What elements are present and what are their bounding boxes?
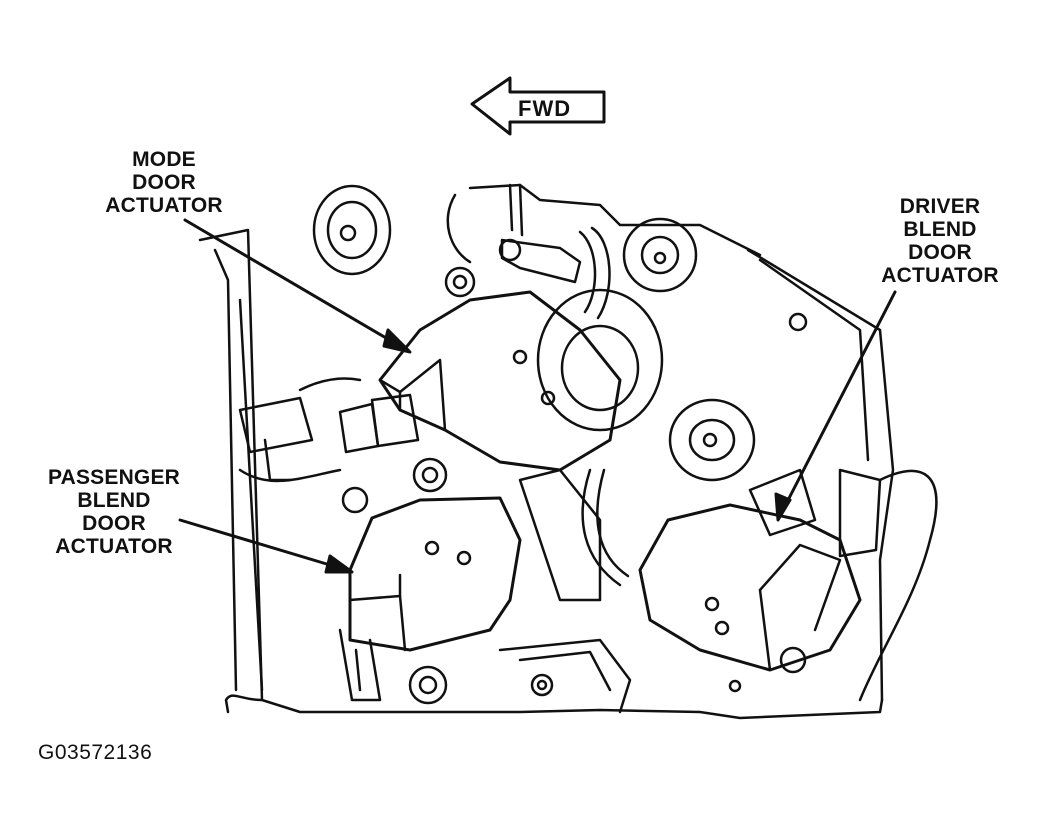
passenger-blend-door-actuator-label: PASSENGER BLEND DOOR ACTUATOR bbox=[36, 466, 192, 558]
driver-blend-door-actuator-label: DRIVER BLEND DOOR ACTUATOR bbox=[872, 195, 1008, 287]
linkage-arms bbox=[498, 183, 630, 602]
passenger-blend-door-actuator bbox=[338, 486, 522, 705]
mode-label-line-3: ACTUATOR bbox=[105, 194, 223, 217]
top-pulleys bbox=[312, 184, 756, 482]
hvac-housing bbox=[198, 183, 895, 720]
driver-label-line-1: DRIVER bbox=[899, 195, 981, 218]
mode-label-line-1: MODE bbox=[132, 148, 196, 171]
left-connector bbox=[238, 377, 448, 493]
callout-leaders bbox=[178, 218, 897, 574]
passenger-label-line-4: ACTUATOR bbox=[55, 535, 173, 558]
driver-label-line-3: DOOR bbox=[908, 241, 972, 264]
passenger-label-line-3: DOOR bbox=[82, 512, 146, 535]
driver-label-line-2: BLEND bbox=[903, 218, 977, 241]
lower-housing bbox=[498, 638, 632, 714]
driver-label-line-4: ACTUATOR bbox=[881, 264, 999, 287]
figure-id: G03572136 bbox=[38, 741, 153, 764]
fwd-label: FWD bbox=[518, 96, 571, 121]
passenger-label-line-2: BLEND bbox=[77, 489, 151, 512]
mode-door-actuator-label: MODE DOOR ACTUATOR bbox=[96, 148, 232, 217]
fwd-arrow: FWD bbox=[470, 76, 606, 136]
driver-blend-door-actuator bbox=[638, 312, 938, 702]
mode-door-actuator bbox=[338, 266, 622, 472]
passenger-label-line-1: PASSENGER bbox=[47, 466, 181, 489]
mode-label-line-2: DOOR bbox=[132, 171, 196, 194]
